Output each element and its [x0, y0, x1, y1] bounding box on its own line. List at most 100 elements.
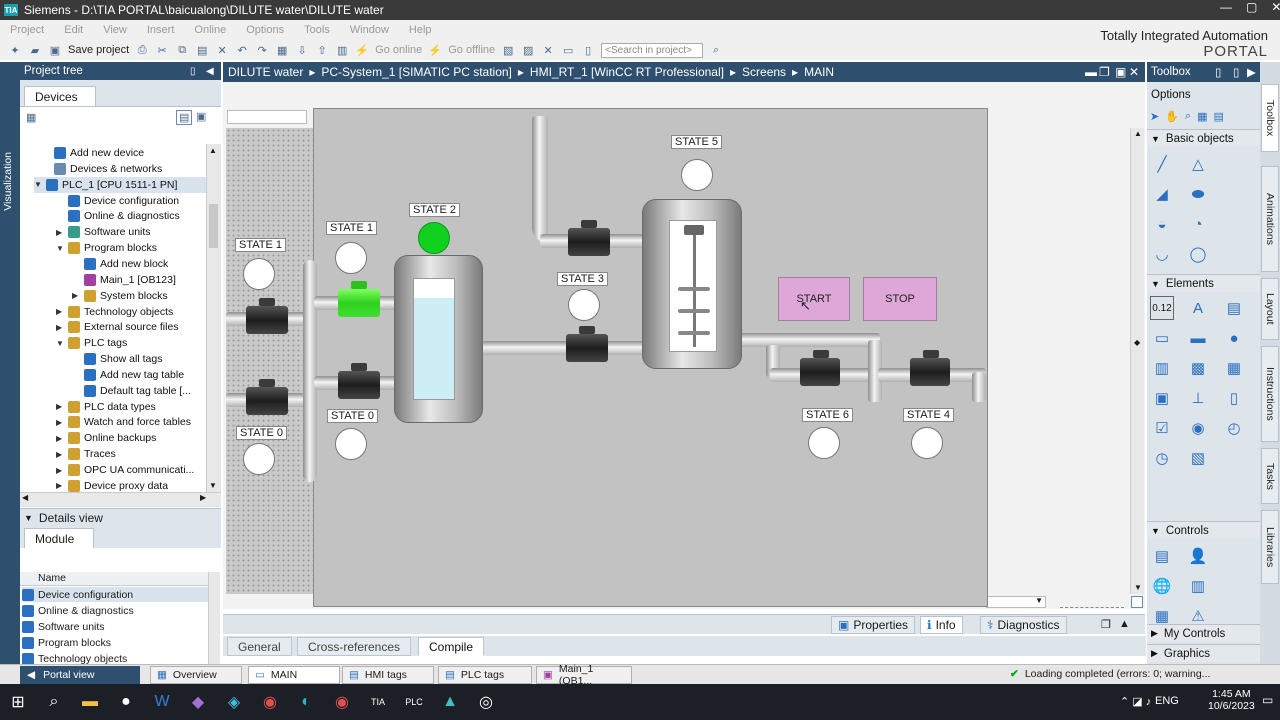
details-row[interactable]: Technology objects: [22, 651, 208, 666]
breadcrumb-main[interactable]: MAIN: [804, 65, 835, 79]
tree-expand-icon[interactable]: ▶: [56, 307, 63, 316]
tree-item[interactable]: ▶Traces: [56, 446, 116, 462]
visualization-tab[interactable]: Visualization: [2, 152, 14, 211]
print-icon[interactable]: ⎙: [137, 43, 147, 56]
status-force-icon[interactable]: ▦: [1154, 608, 1170, 625]
list-box-icon[interactable]: ▥: [1154, 360, 1170, 377]
menu-edit[interactable]: Edit: [64, 24, 84, 36]
valve-inlet-lower[interactable]: [246, 379, 288, 415]
system-tray-icons[interactable]: ⌃ ◪ ♪: [1120, 696, 1152, 708]
properties-tab[interactable]: ▣Properties: [831, 616, 916, 634]
tree-item[interactable]: ▶Watch and force tables: [56, 414, 191, 430]
valve-state-4[interactable]: [910, 350, 950, 386]
tree-item[interactable]: Online & diagnostics: [56, 208, 180, 224]
menu-help[interactable]: Help: [408, 24, 432, 36]
tree-expand-icon[interactable]: ▶: [56, 465, 63, 475]
instructions-vtab[interactable]: Instructions: [1261, 346, 1279, 442]
windows-start-icon[interactable]: ⊞: [11, 694, 25, 711]
menu-options[interactable]: Options: [246, 24, 285, 36]
zoom-icon[interactable]: ⌕: [1184, 109, 1192, 122]
search-project-input[interactable]: <Search in project>: [601, 42, 704, 58]
main-screen-tab[interactable]: ▭MAIN: [248, 666, 340, 684]
compile-icon[interactable]: ▦: [276, 44, 288, 57]
chrome-icon[interactable]: ◉: [263, 694, 277, 711]
tree-item[interactable]: ▶Online backups: [56, 430, 156, 446]
canvas-vscrollbar[interactable]: ▲ ◆ ▼: [1130, 128, 1144, 594]
tree-item[interactable]: Default tag table [...: [72, 383, 191, 399]
tree-item[interactable]: ▼Program blocks: [56, 240, 157, 256]
hand-icon[interactable]: ✋: [1165, 110, 1179, 123]
main-ob-tab[interactable]: ▣Main_1 (OB1...: [536, 663, 632, 687]
tree-item[interactable]: Add new tag table: [72, 367, 184, 383]
general-tab[interactable]: General: [227, 637, 292, 656]
alarm-view-icon[interactable]: ▤: [1154, 548, 1170, 565]
overview-icon[interactable]: ▤: [176, 110, 193, 125]
tree-expand-icon[interactable]: ▼: [56, 338, 64, 348]
tree-item[interactable]: ▶PLC data types: [56, 399, 156, 415]
toolbox-pin-icon[interactable]: ▯: [1215, 67, 1222, 79]
save-project-button[interactable]: Save project: [68, 44, 130, 56]
tree-expand-icon[interactable]: ▶: [56, 402, 63, 412]
clock[interactable]: 1:45 AM 10/6/2023: [1208, 688, 1255, 712]
list-view-icon[interactable]: ▤: [1213, 110, 1224, 123]
zoom-dropdown[interactable]: ▼: [986, 596, 1046, 608]
search-icon[interactable]: ⌕: [49, 693, 59, 710]
accessible-devices-icon[interactable]: ▧: [502, 44, 514, 57]
breadcrumb-station[interactable]: PC-System_1 [SIMATIC PC station]: [321, 65, 512, 79]
menu-project[interactable]: Project: [10, 24, 45, 36]
tree-expand-icon[interactable]: ▼: [56, 243, 64, 253]
undo-icon[interactable]: ↶: [237, 44, 247, 57]
arc-icon[interactable]: ◡: [1155, 246, 1169, 263]
graphics-header[interactable]: ▶Graphics: [1147, 644, 1260, 662]
visual-studio-icon[interactable]: ◆: [191, 694, 205, 711]
clock-icon[interactable]: ◷: [1155, 450, 1169, 467]
new-project-icon[interactable]: ✦: [10, 44, 20, 57]
tasks-vtab[interactable]: Tasks: [1261, 448, 1279, 504]
tree-item[interactable]: Show all tags: [72, 351, 162, 367]
editor-float-icon[interactable]: ▣: [1115, 65, 1127, 79]
portal-view-button[interactable]: ◀Portal view: [20, 666, 140, 684]
details-view-header[interactable]: ▼ Details view: [20, 508, 221, 526]
media-player-icon[interactable]: ▧: [1190, 450, 1206, 467]
editor-restore-icon[interactable]: ❐: [1099, 65, 1110, 79]
search-go-icon[interactable]: ⌕: [713, 43, 720, 56]
hmi-tags-tab[interactable]: ▤HMI tags: [342, 666, 434, 684]
menu-insert[interactable]: Insert: [146, 24, 175, 36]
symbolic-io-icon[interactable]: ▤: [1226, 300, 1242, 317]
option-button-icon[interactable]: ◉: [1191, 420, 1205, 437]
my-controls-header[interactable]: ▶My Controls: [1147, 624, 1260, 642]
editor-close-icon[interactable]: ✕: [1129, 65, 1140, 79]
slider-icon[interactable]: ⊥: [1191, 390, 1205, 407]
button-icon[interactable]: A: [1192, 299, 1203, 317]
basic-objects-header[interactable]: ▼Basic objects: [1147, 129, 1260, 147]
new-group-icon[interactable]: ▣: [196, 111, 207, 123]
line-icon[interactable]: ╱: [1157, 156, 1167, 173]
module-tab[interactable]: Module: [24, 528, 94, 548]
stop-button[interactable]: STOP: [863, 277, 937, 321]
chrome-icon-2[interactable]: ◉: [335, 694, 349, 711]
graphic-io-icon[interactable]: ▭: [1154, 330, 1170, 347]
animations-vtab[interactable]: Animations: [1261, 166, 1279, 272]
toolbox-float-icon[interactable]: ▯: [1233, 67, 1240, 79]
io-field-icon[interactable]: 0.12: [1150, 296, 1174, 320]
recipe-view-icon[interactable]: ▥: [1190, 578, 1206, 595]
tree-expand-icon[interactable]: ▼: [34, 180, 42, 190]
split-horizontal-icon[interactable]: ▭: [562, 44, 574, 57]
diagnostics-tab[interactable]: ⚕Diagnostics: [980, 616, 1067, 634]
name-column-header[interactable]: Name: [20, 572, 208, 586]
tree-item[interactable]: ▶System blocks: [72, 288, 168, 304]
bar-icon[interactable]: ▬: [1190, 329, 1206, 347]
download-icon[interactable]: ⇩: [297, 44, 307, 57]
tree-item[interactable]: ▶External source files: [56, 319, 179, 335]
simulate-icon[interactable]: ▥: [336, 44, 348, 57]
pie-icon[interactable]: ◔: [1193, 215, 1203, 233]
valve-state-1[interactable]: [338, 281, 380, 317]
valve-inlet-upper[interactable]: [246, 298, 288, 334]
delete-icon[interactable]: ✕: [217, 44, 227, 57]
word-icon[interactable]: W: [154, 693, 170, 710]
pointer-icon[interactable]: ➤: [1150, 110, 1160, 123]
warning-view-icon[interactable]: ⚠: [1191, 608, 1205, 625]
devices-tab[interactable]: Devices: [24, 86, 96, 106]
tree-hscrollbar[interactable]: ◀ ▶: [20, 492, 221, 506]
notifications-icon[interactable]: ▭: [1262, 693, 1274, 707]
